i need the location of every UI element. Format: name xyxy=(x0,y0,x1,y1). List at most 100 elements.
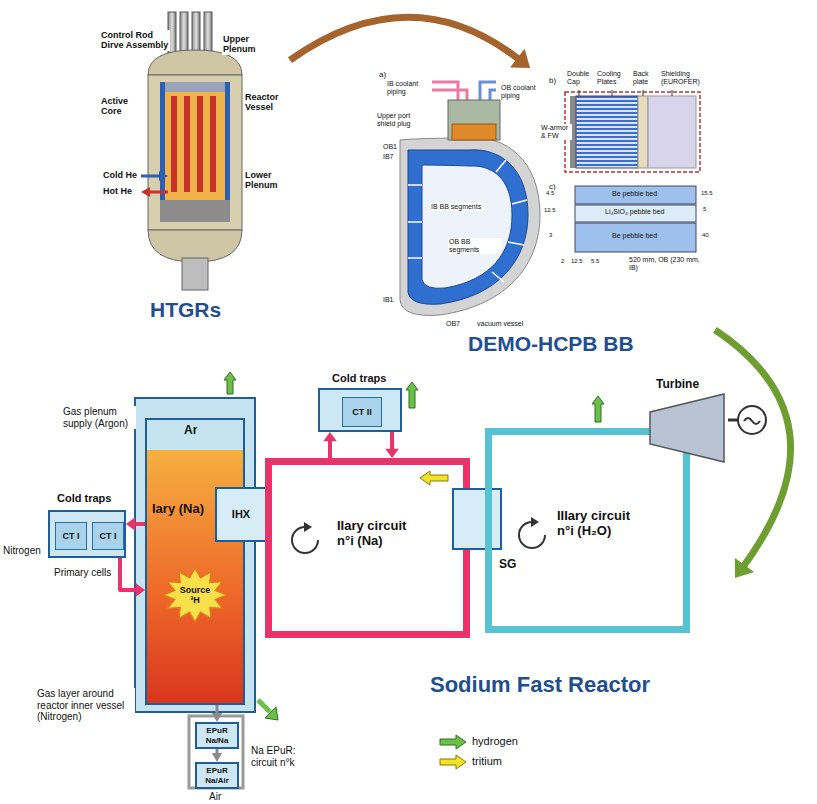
htgr-vessel xyxy=(159,171,168,181)
tritium-arrow xyxy=(420,471,448,485)
dimension-label: 4.5 xyxy=(545,190,555,197)
cold-trap-unit: CT II xyxy=(342,397,382,427)
part-label: Reactor Vessel xyxy=(244,92,290,113)
blanket-detail xyxy=(638,96,648,168)
htgr-vessel xyxy=(141,187,150,197)
hydrogen-arrow xyxy=(258,700,270,712)
legend-sample xyxy=(440,735,466,749)
sodium-pipe xyxy=(328,440,332,458)
box-label: CT I xyxy=(100,531,117,541)
sodium-pipe xyxy=(134,522,145,526)
demo-tokamak xyxy=(432,90,467,100)
arrowhead xyxy=(212,713,222,722)
curved-arrow xyxy=(290,17,518,60)
dimension-label: 12.5 xyxy=(543,207,557,214)
box-label: EPuR Na/Na xyxy=(199,726,235,744)
figure-letter: a) xyxy=(378,70,387,79)
blanket-detail xyxy=(576,96,638,168)
blanket-detail xyxy=(565,92,700,172)
box-note: Primary cells xyxy=(54,567,111,579)
purification-line xyxy=(216,705,219,714)
segment-label: IB1 xyxy=(382,296,395,304)
sfr-plant xyxy=(304,522,312,532)
htgr-vessel xyxy=(171,96,177,192)
demo-tokamak xyxy=(490,90,496,100)
htgr-vessel xyxy=(148,230,242,262)
dimension-label: 15.5 xyxy=(700,190,714,197)
sfr-plant xyxy=(738,406,766,434)
panel-caption: DEMO-HCPB BB xyxy=(468,332,634,356)
hydrogen-arrow xyxy=(592,396,604,422)
legend-text: hydrogen xyxy=(472,735,518,748)
arrowhead xyxy=(136,583,145,597)
hydrogen-arrow xyxy=(265,707,278,720)
demo-tokamak xyxy=(452,124,496,140)
part-label: W-armor & FW xyxy=(540,124,572,140)
component-label: Turbine xyxy=(656,378,699,392)
htgr-vessel xyxy=(160,82,230,222)
htgr-vessel xyxy=(184,96,190,192)
htgr-vessel xyxy=(225,82,230,204)
box-heading: Cold traps xyxy=(332,372,386,385)
blanket-detail xyxy=(575,223,696,252)
part-label: OB BB segments xyxy=(448,238,502,254)
part-label: Back plate xyxy=(632,70,660,86)
heat-exchanger: IHX xyxy=(215,487,267,542)
htgr-vessel xyxy=(148,75,242,230)
cold-trap-unit: CT I xyxy=(55,522,87,550)
demo-tokamak xyxy=(496,160,506,172)
box-label: CT I xyxy=(63,531,80,541)
purification-line xyxy=(212,705,222,722)
hydrogen-arrow xyxy=(224,372,604,720)
dimension-label: 5 xyxy=(702,206,707,213)
starburst-shape xyxy=(163,568,227,622)
curved-arrow xyxy=(290,17,530,68)
curved-arrow xyxy=(715,330,791,566)
tertiary-loop: IIIary circuit n°i (H₂O) xyxy=(485,428,690,633)
legend-sample xyxy=(440,755,466,769)
demo-tokamak xyxy=(408,184,422,186)
curved-arrow xyxy=(715,330,791,578)
sfr-plant xyxy=(728,419,738,422)
legend-text: tritium xyxy=(472,755,502,768)
htgr-vessel xyxy=(197,96,203,192)
arrowhead xyxy=(212,753,222,762)
dimension-label: 520 mm, OB (230 mm, IB) xyxy=(628,256,704,272)
dimension-label: 40 xyxy=(701,232,710,239)
cold-trap-box: Cold trapsPrimary cellsCT ICT I xyxy=(48,510,126,558)
htgr-vessel xyxy=(160,82,165,204)
circuit-label: IIary circuit n°i (Na) xyxy=(337,519,412,549)
sodium-pipe xyxy=(385,432,399,458)
htgr-vessel xyxy=(160,82,230,92)
part-label: OB coolant piping xyxy=(500,84,546,100)
part-label: Control Rod Dirve Assembly xyxy=(100,30,170,51)
dimension-label: 3 xyxy=(548,232,553,239)
reactor-vessel: ArIary (Na)Source³HIHX xyxy=(145,418,245,705)
gas-label: Gas layer around reactor inner vessel (N… xyxy=(36,688,135,723)
segment-label: OB1 xyxy=(382,143,398,151)
part-label: vacuum vessel xyxy=(476,320,524,328)
arrowhead xyxy=(735,558,754,578)
segment-label: IB7 xyxy=(382,153,395,161)
panel-caption: Sodium Fast Reactor xyxy=(430,672,650,697)
layer-label: Be pebble bed xyxy=(612,232,657,240)
htgr-vessel xyxy=(182,258,208,290)
demo-tokamak xyxy=(508,242,524,245)
layer-label: Be pebble bed xyxy=(612,190,657,198)
blanket-detail xyxy=(575,186,696,204)
part-label: Cooling Plates xyxy=(596,70,632,86)
box-label: IHX xyxy=(232,508,250,521)
flow-label: Hot He xyxy=(102,186,133,196)
demo-tokamak xyxy=(400,138,540,316)
turbine-shape xyxy=(650,394,724,462)
blanket-detail xyxy=(565,90,700,252)
part-label: IB coolant piping xyxy=(386,80,430,96)
cold-trap-box: Cold trapsCT II xyxy=(318,388,402,432)
box-label: EPuR Na/Air xyxy=(199,766,235,784)
htgr-vessel xyxy=(210,96,216,192)
arrowhead xyxy=(510,49,530,68)
arrowhead xyxy=(385,449,399,458)
htgr-vessel xyxy=(141,175,160,178)
arrowhead xyxy=(323,432,337,441)
sfr-plant xyxy=(135,398,255,712)
